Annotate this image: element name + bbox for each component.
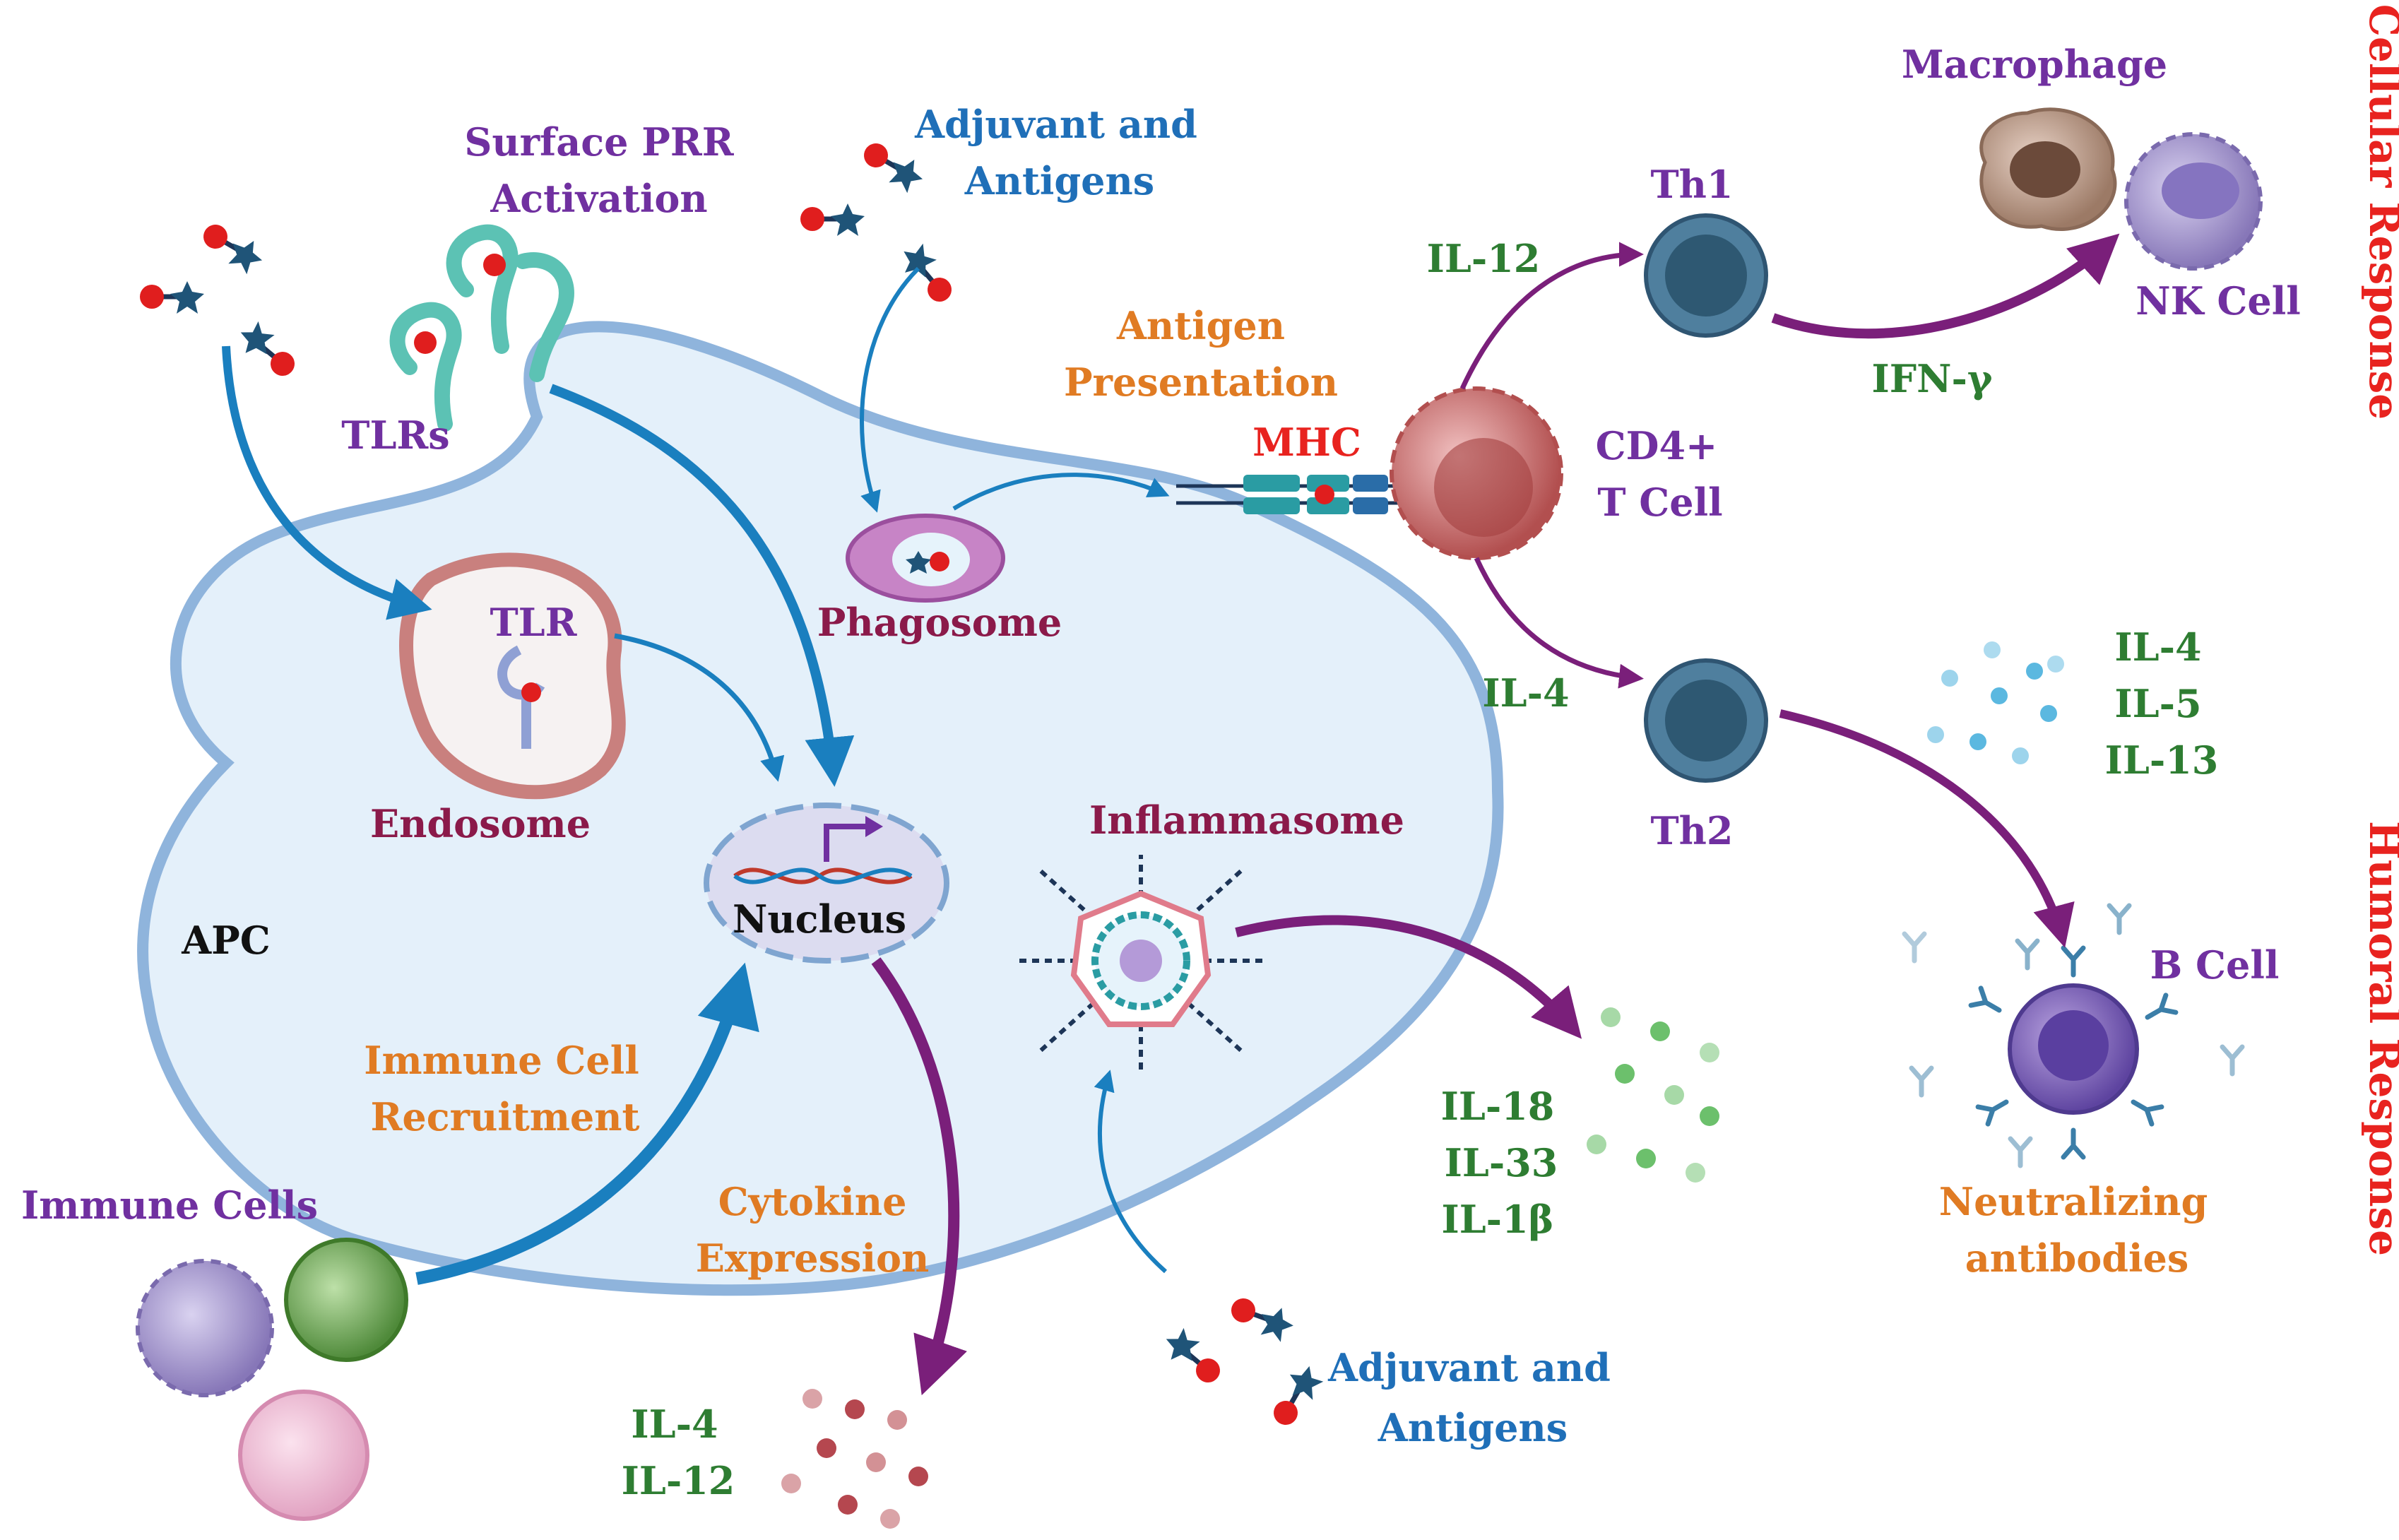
ifn-gamma-label: IFN-γ	[1871, 356, 1992, 401]
phagosome-label: Phagosome	[817, 600, 1062, 645]
mhc-label: MHC	[1252, 420, 1361, 465]
il33-label: IL-33	[1445, 1140, 1558, 1185]
humoral-response-label: Humoral Response	[2360, 821, 2399, 1256]
cd4-t-cell-icon	[1390, 386, 1563, 560]
tlr-receptor-icon	[389, 224, 574, 432]
tlr-label: TLR	[490, 600, 577, 645]
adjuvant-top-label-2: Antigens	[964, 158, 1154, 203]
adjuvant-bottom-label-1: Adjuvant and	[1327, 1345, 1611, 1390]
nk-cell-label: NK Cell	[2136, 278, 2300, 324]
inflammasome-label: Inflammasome	[1089, 798, 1404, 843]
adjuvant-bottom-label-2: Antigens	[1378, 1405, 1568, 1450]
nucleus-icon	[704, 802, 949, 964]
il1b-label: IL-1β	[1441, 1197, 1553, 1242]
th1-label: Th1	[1650, 162, 1733, 207]
immune-cell-recruitment-label-2: Recruitment	[371, 1094, 640, 1139]
antigen-presentation-label-1: Antigen	[1116, 303, 1285, 348]
inflammasome-icon	[1017, 855, 1264, 1074]
b-cell-label: B Cell	[2150, 942, 2280, 988]
tlrs-label: TLRs	[341, 413, 449, 458]
endosome-label: Endosome	[370, 801, 591, 846]
cd4-label-1: CD4+	[1596, 423, 1718, 468]
cytokine-dots-bottom	[781, 1389, 928, 1529]
cd4-label-2: T Cell	[1597, 480, 1722, 525]
adjuvant-top-label-1: Adjuvant and	[914, 102, 1197, 147]
il18-label: IL-18	[1441, 1084, 1555, 1129]
il4-th2-label: IL-4	[1482, 670, 1569, 716]
il12-bottom-label: IL-12	[622, 1458, 735, 1503]
nk-cell-icon	[2124, 132, 2263, 271]
cytokine-dots-th2	[1927, 641, 2064, 764]
il5-cyto-label: IL-5	[2114, 681, 2201, 726]
il4-bottom-label: IL-4	[631, 1402, 718, 1447]
neutralizing-label-1: Neutralizing	[1939, 1179, 2208, 1224]
cytokine-expression-label-1: Cytokine	[718, 1179, 907, 1224]
cytokine-dots-inflammasome	[1587, 1007, 1719, 1183]
immune-cells-label: Immune Cells	[21, 1183, 318, 1228]
il12-th1-label: IL-12	[1427, 236, 1541, 281]
immune-cell-recruitment-label-1: Immune Cell	[364, 1038, 639, 1083]
cytokine-expression-label-2: Expression	[696, 1236, 930, 1281]
th1-cell-icon	[1644, 213, 1768, 338]
surface-prr-label-2: Activation	[490, 176, 707, 221]
cellular-response-label: Cellular Response	[2360, 4, 2399, 420]
nucleus-label: Nucleus	[733, 896, 906, 942]
antigen-presentation-label-2: Presentation	[1064, 360, 1338, 405]
macrophage-label: Macrophage	[1902, 42, 2167, 87]
immune-cells-icon	[136, 1238, 408, 1521]
apc-label: APC	[181, 918, 270, 963]
il13-cyto-label: IL-13	[2105, 738, 2219, 783]
surface-prr-label-1: Surface PRR	[464, 119, 734, 165]
macrophage-icon	[1979, 107, 2117, 231]
endosome-icon	[399, 552, 626, 800]
th2-label: Th2	[1650, 808, 1733, 853]
mhc-icon	[1176, 475, 1413, 514]
labels: Surface PRR Activation Adjuvant and Anti…	[21, 4, 2399, 1503]
neutralizing-label-2: antibodies	[1965, 1236, 2189, 1281]
phagosome-icon	[846, 514, 1005, 603]
th2-cell-icon	[1644, 658, 1768, 783]
il4-cyto-label: IL-4	[2114, 624, 2201, 670]
arrows	[222, 233, 2120, 1396]
b-cell-icon	[2008, 983, 2139, 1115]
